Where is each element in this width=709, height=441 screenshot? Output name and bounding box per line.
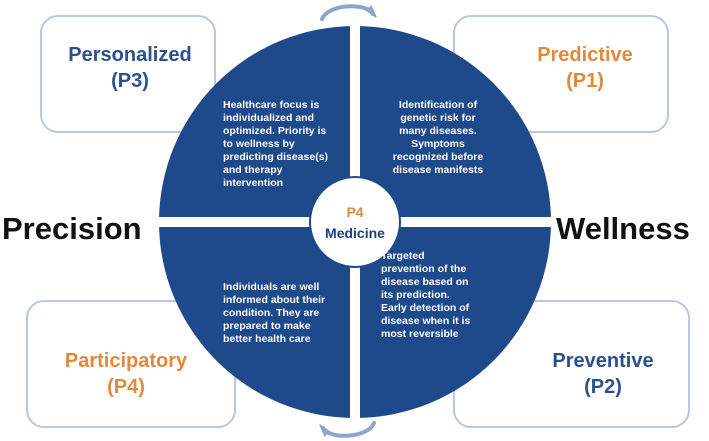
precision-label: Precision — [2, 211, 142, 246]
tl-line-3: to wellness by — [223, 138, 295, 150]
predictive-title: Predictive — [537, 44, 633, 66]
preventive-code: (P2) — [584, 376, 622, 398]
participatory-label: Participatory (P4) — [46, 348, 206, 400]
tl-line-2: optimized. Priority is — [223, 125, 326, 137]
preventive-title: Preventive — [552, 350, 654, 372]
bl-line-1: informed about their — [223, 294, 325, 306]
br-line-0: Targeted — [381, 250, 425, 262]
tl-line-1: individualized and — [223, 112, 314, 124]
tr-line-0: Identification of — [399, 99, 478, 111]
quadrant-top-left: Healthcare focus is individualized and o… — [223, 99, 328, 189]
personalized-box — [40, 15, 216, 133]
tl-line-6: intervention — [223, 177, 283, 189]
quadrant-top-right: Identification of genetic risk for many … — [393, 99, 484, 176]
participatory-code: (P4) — [107, 376, 145, 398]
bl-line-3: prepared to make — [223, 320, 311, 332]
rotate-arrow-bottom-icon — [319, 421, 376, 438]
tl-line-0: Healthcare focus is — [223, 99, 319, 111]
bl-line-2: condition. They are — [223, 307, 319, 319]
rotate-arrow-top-icon — [320, 4, 377, 21]
preventive-label: Preventive (P2) — [538, 348, 668, 400]
personalized-label: Personalized (P3) — [55, 42, 205, 94]
br-line-6: most reversible — [381, 328, 459, 340]
br-line-4: Early detection of — [381, 302, 470, 314]
br-line-1: prevention of the — [381, 263, 466, 275]
wellness-label: Wellness — [556, 211, 690, 246]
br-line-5: disease when it is — [381, 315, 470, 327]
participatory-title: Participatory — [64, 350, 188, 372]
tr-line-5: disease manifests — [393, 164, 484, 176]
tl-line-5: and therapy — [223, 164, 283, 176]
tr-line-3: Symptoms — [411, 138, 465, 150]
predictive-label: Predictive (P1) — [520, 42, 650, 94]
bl-line-4: better health care — [223, 333, 311, 345]
quadrant-bottom-left: Individuals are well informed about thei… — [223, 281, 325, 345]
center-line2: Medicine — [325, 225, 385, 241]
predictive-code: (P1) — [566, 70, 604, 92]
tr-line-2: many diseases. — [399, 125, 477, 137]
br-line-3: its prediction. — [381, 289, 450, 301]
center-circle — [309, 176, 401, 268]
tl-line-4: predicting disease(s) — [223, 151, 328, 163]
quadrant-bottom-right: Targeted prevention of the disease based… — [381, 250, 470, 340]
tr-line-1: genetic risk for — [400, 112, 475, 124]
personalized-code: (P3) — [111, 70, 149, 92]
center-line1: P4 — [346, 204, 363, 220]
br-line-2: disease based on — [381, 276, 469, 288]
bl-line-0: Individuals are well — [223, 281, 319, 293]
tr-line-4: recognized before — [393, 151, 484, 163]
personalized-title: Personalized — [68, 44, 192, 66]
